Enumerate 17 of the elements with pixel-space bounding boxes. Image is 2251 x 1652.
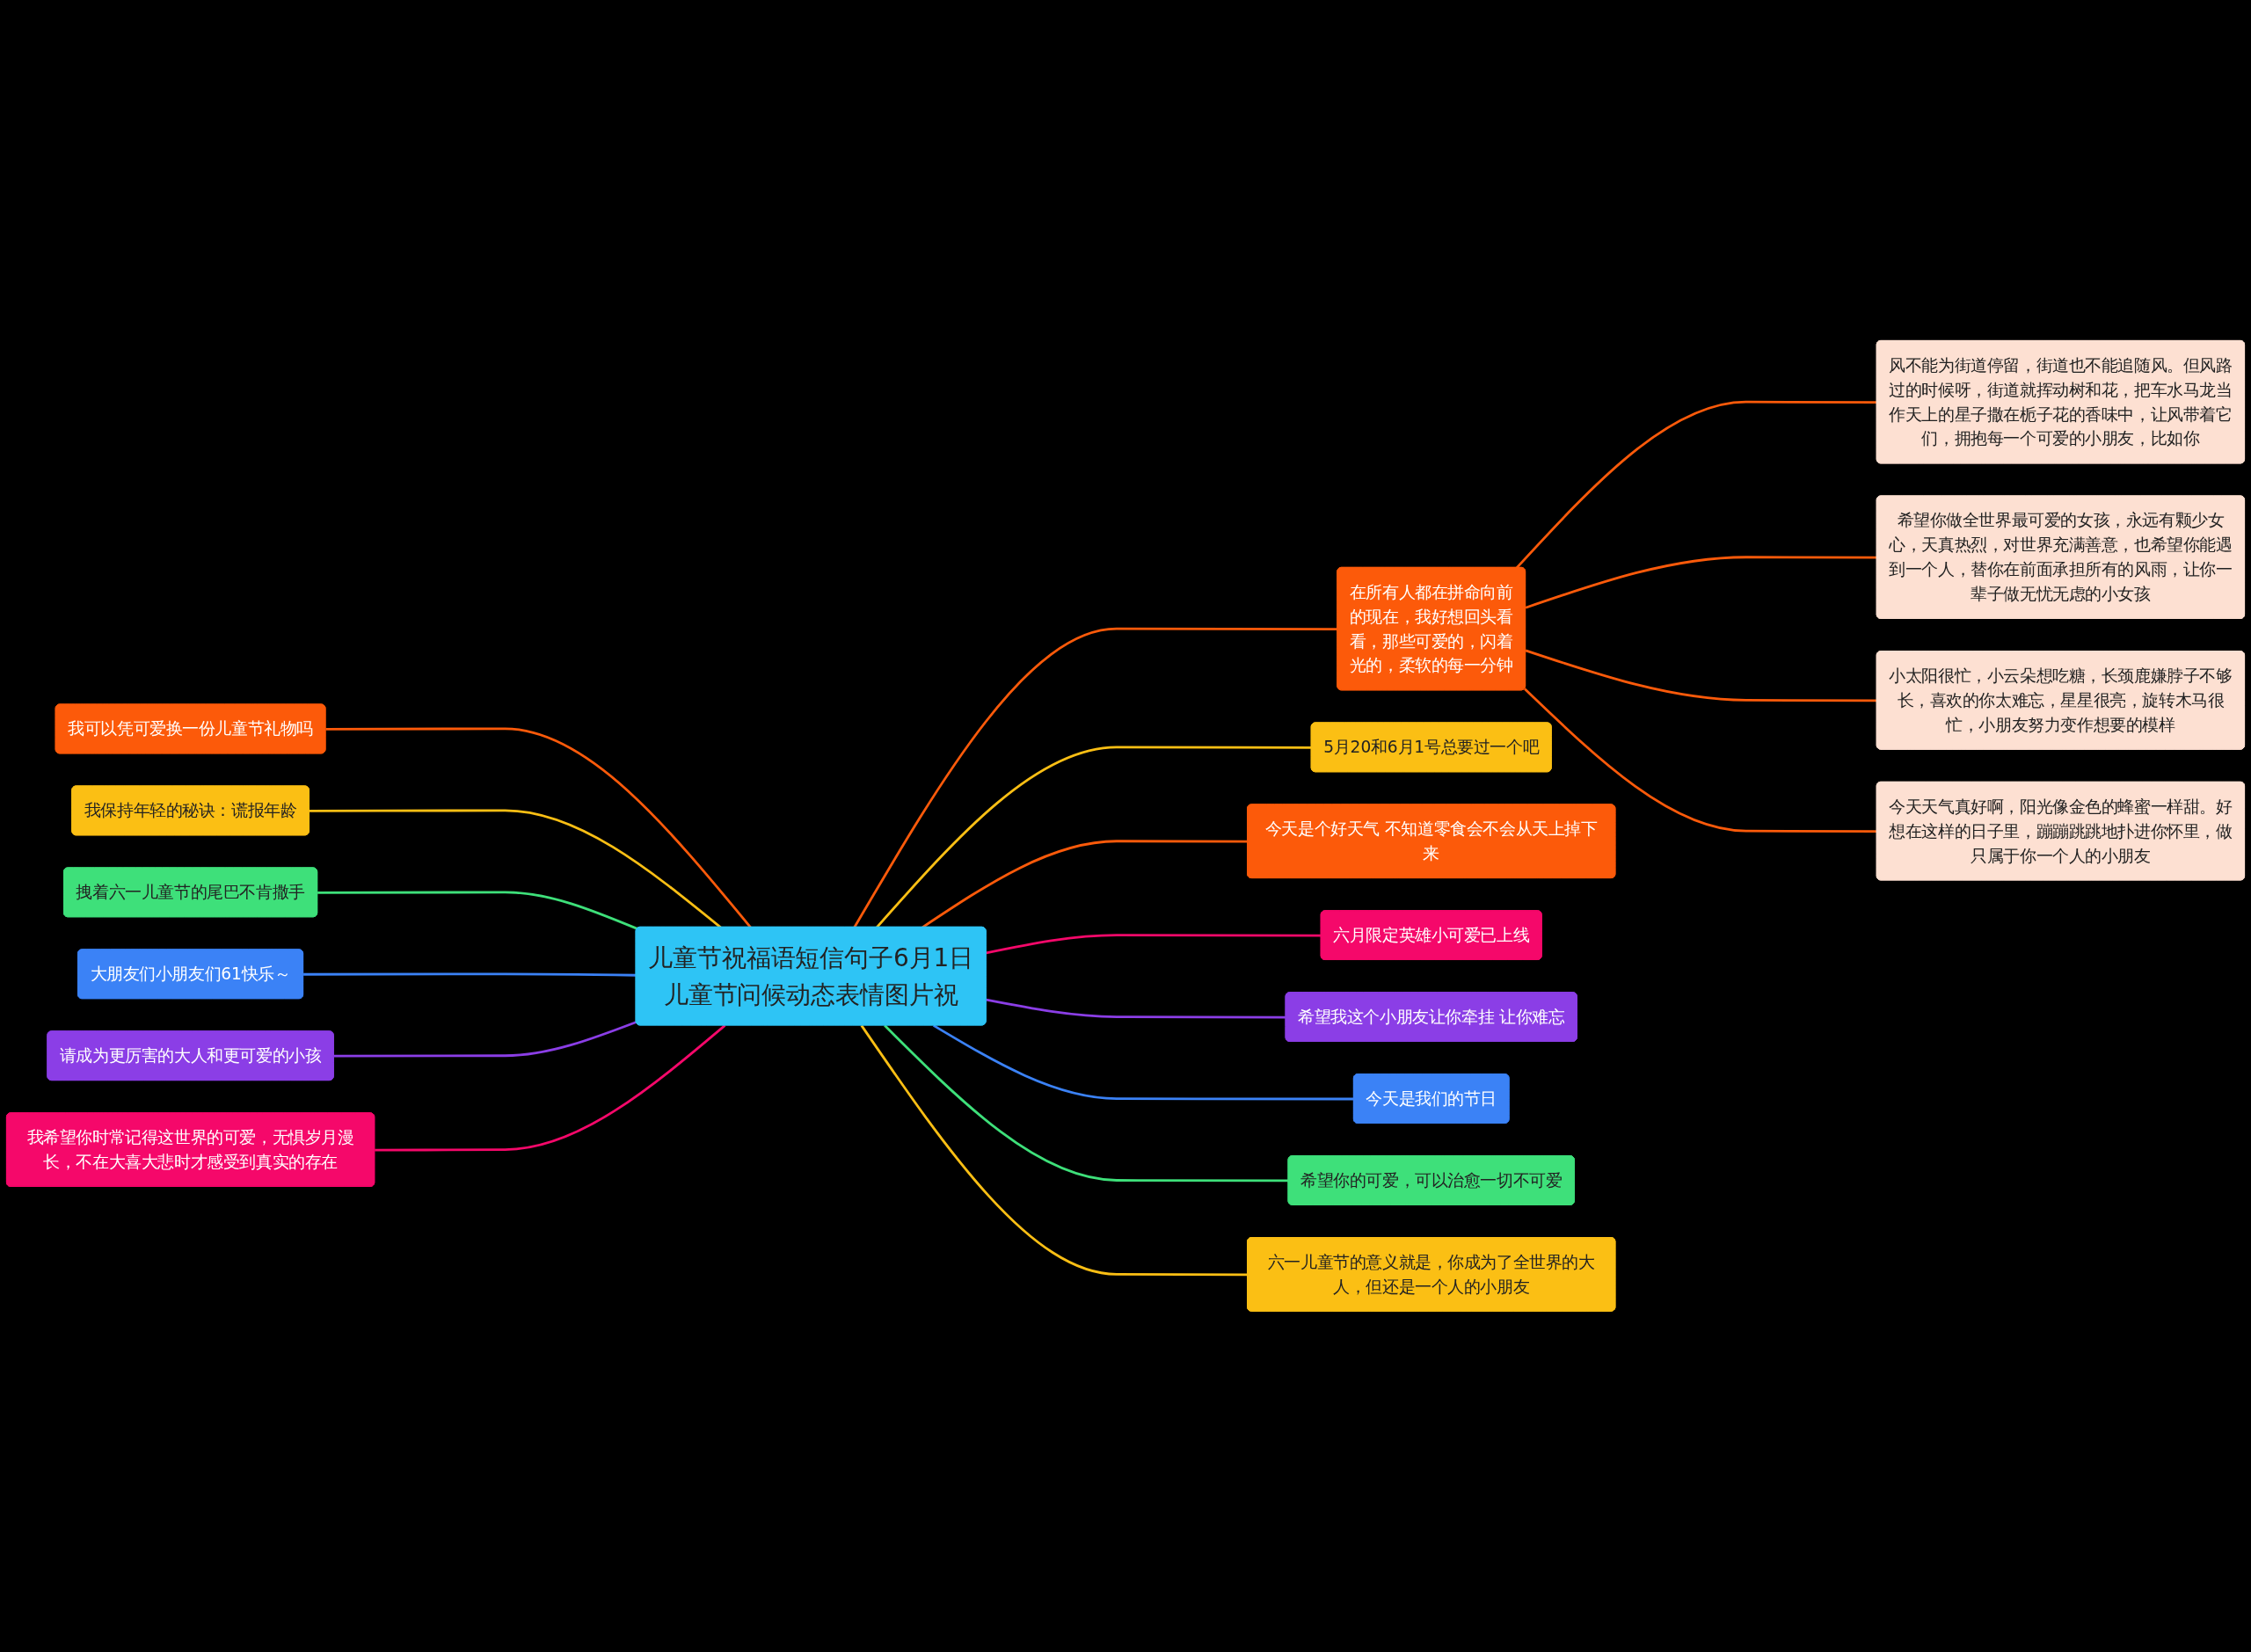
connector — [1524, 688, 1877, 833]
connector — [876, 746, 1312, 928]
connector — [933, 1024, 1354, 1101]
connector — [884, 1024, 1289, 1183]
connector — [333, 1021, 637, 1058]
connector — [375, 1024, 726, 1152]
connector — [309, 809, 722, 929]
connector — [860, 1024, 1249, 1277]
connector — [325, 727, 752, 928]
connector — [1525, 556, 1877, 609]
connector — [986, 934, 1322, 955]
connector — [986, 999, 1286, 1019]
connector — [303, 972, 637, 977]
connector — [317, 891, 638, 930]
connector — [853, 627, 1338, 928]
connector — [1515, 400, 1877, 569]
connector — [1525, 649, 1877, 702]
